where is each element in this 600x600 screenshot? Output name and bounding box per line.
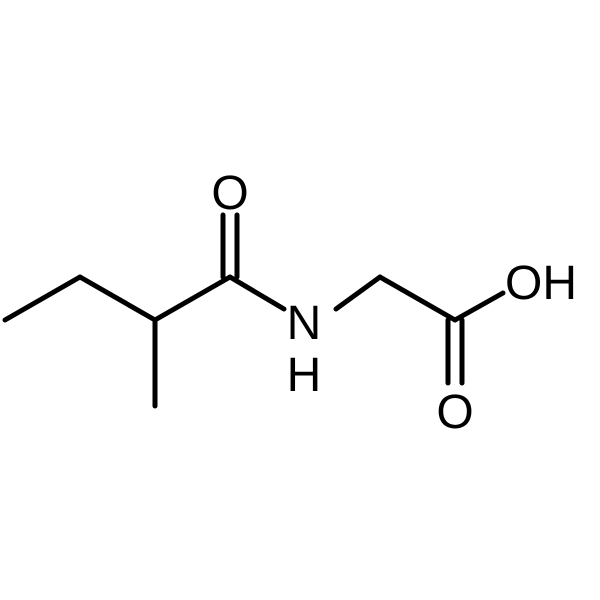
ethyl-ch2-bond [77, 274, 158, 323]
ethyl-ch3-bond [2, 274, 83, 323]
amide-hydrogen-label: H [287, 349, 322, 402]
carbonyl-to-nitrogen-bond [227, 274, 287, 312]
nitrogen-to-ch2-bond [333, 274, 383, 312]
acid-to-hydroxyl-bond [452, 290, 506, 323]
alpha-to-carbonyl-bond [152, 274, 233, 323]
ch2-to-acid-carbon-bond [377, 274, 458, 323]
acid-oxygen-label: O [436, 386, 473, 439]
carbonyl-oxygen-label: O [211, 167, 248, 220]
hydroxyl-label: OH [505, 257, 577, 310]
nitrogen-label: N [287, 297, 322, 350]
